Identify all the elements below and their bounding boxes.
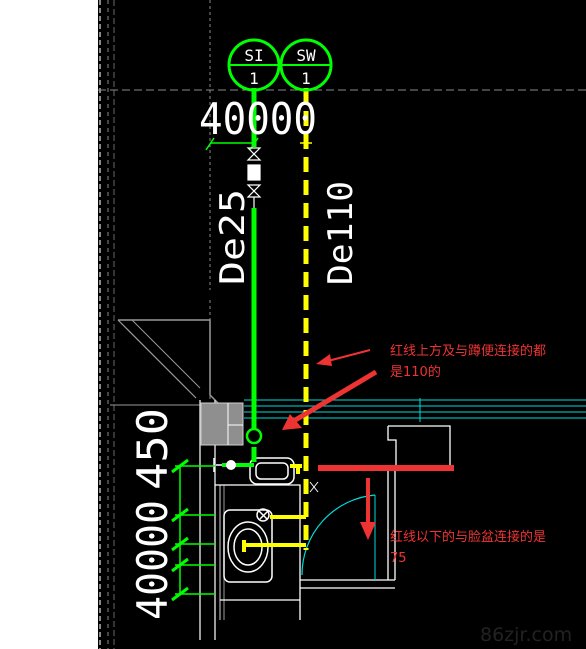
- dimension-left-label-2: 40000: [128, 500, 177, 620]
- supply-tag-bottom-label: 1: [249, 69, 259, 88]
- waste-pipe-size-label: De110: [321, 181, 361, 285]
- supply-pipe-tag: SI 1: [227, 38, 281, 92]
- upper-note-line2: 是110的: [390, 364, 441, 380]
- dimension-top-label: 40000: [199, 94, 317, 145]
- squat-toilet-symbol: [249, 457, 295, 485]
- waste-tag-bottom-label: 1: [301, 69, 311, 88]
- arrow-to-waste-pipe: [323, 349, 371, 363]
- lower-note-line2: 75: [390, 551, 407, 566]
- room-outline: [110, 319, 586, 640]
- supply-tag-top-label: SI: [244, 46, 263, 65]
- valve-icon: [246, 147, 262, 208]
- red-annotations: [282, 349, 454, 540]
- upper-note-line1: 红线上方及与蹲便连接的都: [390, 343, 546, 359]
- waste-pipe-yellow: [242, 88, 312, 552]
- watermark: 86zjr.com: [480, 624, 572, 646]
- waste-tag-top-label: SW: [296, 46, 316, 65]
- left-dimension-chain: [171, 458, 215, 602]
- lower-note-line1: 红线以下的与脸盆连接的是: [390, 529, 546, 545]
- supply-pipe-size-label: De25: [213, 189, 253, 285]
- tap-icon: [213, 458, 236, 472]
- arrow-to-toilet: [290, 369, 378, 425]
- pipe-shaft: [200, 402, 244, 446]
- dimension-left-label-1: 450: [128, 408, 177, 490]
- waste-pipe-tag: SW 1: [279, 38, 333, 92]
